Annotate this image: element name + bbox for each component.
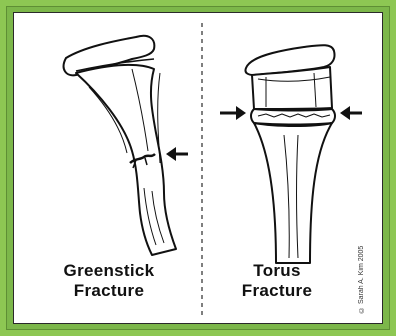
greenstick-caption: Greenstick Fracture xyxy=(44,261,174,301)
torus-left-arrow-icon xyxy=(220,106,246,120)
copyright-credit: © Sarah A. Kim 2005 xyxy=(358,233,372,313)
illustration-panel: Greenstick Fracture Torus Fracture © Sar… xyxy=(13,12,383,324)
torus-bone xyxy=(245,45,335,263)
torus-right-arrow-icon xyxy=(340,106,362,120)
torus-caption: Torus Fracture xyxy=(212,261,342,301)
torus-caption-line1: Torus xyxy=(212,261,342,281)
greenstick-caption-line1: Greenstick xyxy=(44,261,174,281)
greenstick-arrow-icon xyxy=(166,147,188,161)
torus-caption-line2: Fracture xyxy=(212,281,342,301)
greenstick-bone xyxy=(64,36,176,255)
greenstick-caption-line2: Fracture xyxy=(44,281,174,301)
